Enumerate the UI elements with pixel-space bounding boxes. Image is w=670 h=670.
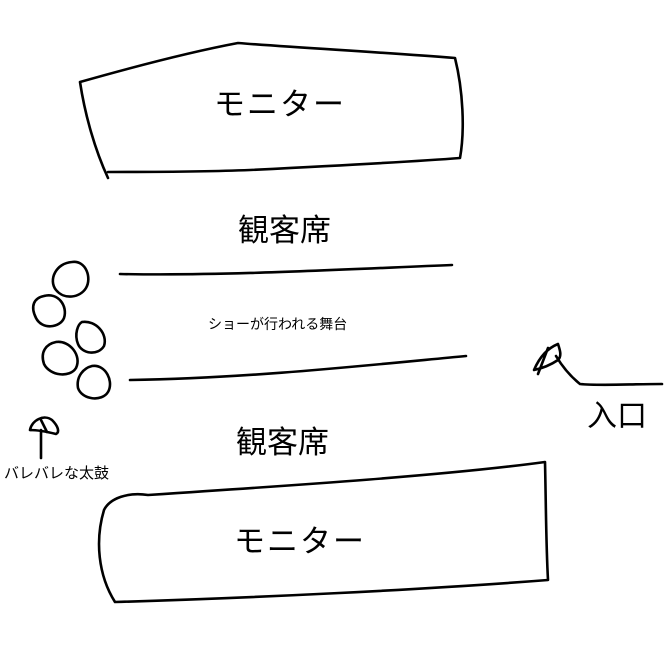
drum-pointer-arrow bbox=[28, 416, 60, 460]
drum-icon bbox=[41, 340, 79, 376]
stage-upper-line bbox=[118, 263, 454, 276]
drums-label: バレバレな太鼓 bbox=[4, 464, 110, 482]
bottom-monitor-label: モニター bbox=[234, 524, 366, 560]
bottom-monitor-outline bbox=[97, 460, 550, 604]
drum-icon bbox=[31, 294, 67, 328]
top-monitor-label: モニター bbox=[214, 87, 346, 123]
drum-icon bbox=[51, 260, 90, 298]
drum-icon bbox=[76, 364, 112, 400]
stage-lower-line bbox=[128, 354, 468, 382]
stage-label: ショーが行われる舞台 bbox=[208, 317, 348, 333]
bottom-seats-label: 観客席 bbox=[236, 425, 329, 461]
entrance-label: 入口 bbox=[587, 399, 647, 434]
entrance-arrow bbox=[532, 342, 664, 387]
top-seats-label: 観客席 bbox=[238, 213, 331, 249]
top-monitor-outline bbox=[78, 41, 465, 180]
drum-icon bbox=[75, 320, 107, 354]
